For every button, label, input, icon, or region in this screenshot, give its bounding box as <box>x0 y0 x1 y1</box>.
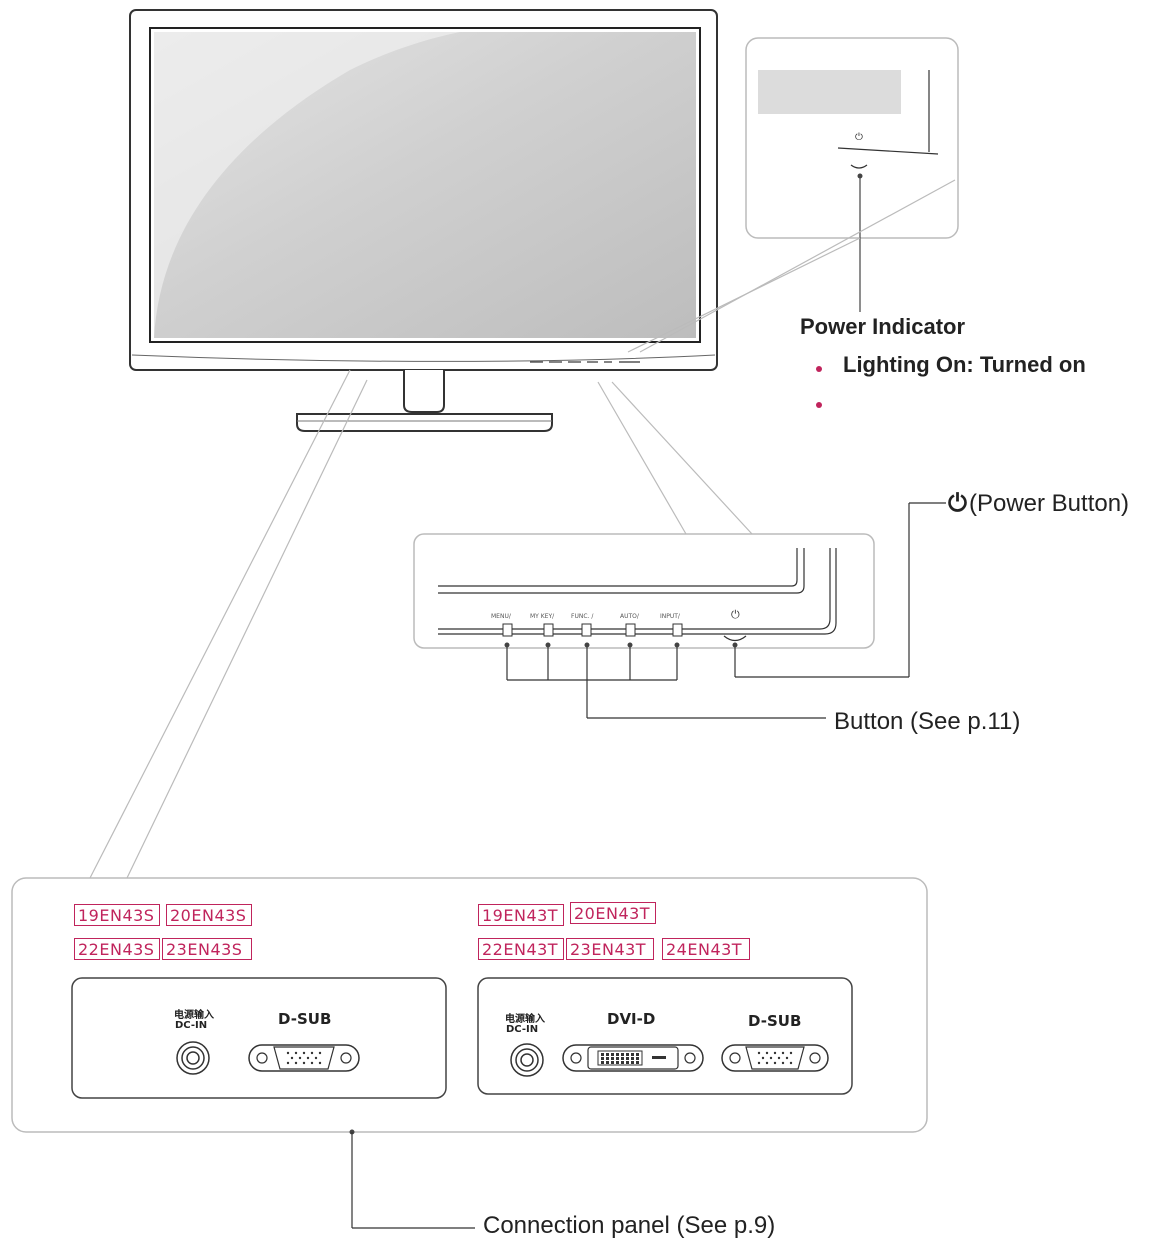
svg-text:⏻: ⏻ <box>855 132 863 143</box>
monitor <box>129 9 718 432</box>
front-button-label-input: INPUT/ <box>660 613 680 620</box>
model-tag: 19EN43T <box>478 904 564 926</box>
button-inset: ⏻ <box>413 381 946 719</box>
dc-in-cn-label: 电源输入 <box>174 1010 214 1021</box>
model-tag: 24EN43T <box>662 938 750 960</box>
power-button-label: (Power Button) <box>968 490 1130 517</box>
front-button-label-auto: AUTO/ <box>620 613 639 620</box>
button-callout-label: Button (See p.11) <box>834 708 1021 735</box>
model-tag: 22EN43S <box>74 938 160 960</box>
power-button-callout: ⏻(Power Button) <box>948 490 1129 518</box>
model-tag: 20EN43T <box>570 902 656 924</box>
bullet-dot <box>816 366 822 372</box>
dc-in-label: DC-IN <box>175 1020 208 1031</box>
model-tag: 23EN43T <box>566 938 654 960</box>
dsub-label: D-SUB <box>278 1010 332 1028</box>
model-tag: 23EN43S <box>162 938 252 960</box>
power-indicator-inset: ⏻ <box>627 37 959 353</box>
front-button-label-mykey: MY KEY/ <box>530 613 555 620</box>
power-indicator-title: Power Indicator <box>800 314 966 339</box>
front-button-label-func: FUNC. / <box>571 613 594 620</box>
power-indicator-bullet-1: Lighting On: Turned on <box>843 352 1086 377</box>
model-tag: 22EN43T <box>478 938 564 960</box>
dc-in-cn-label: 电源输入 <box>505 1014 545 1025</box>
svg-text:⏻: ⏻ <box>731 608 740 621</box>
bullet-dot <box>816 402 822 408</box>
model-tag: 19EN43S <box>74 904 160 926</box>
connection-panel-label: Connection panel (See p.9) <box>483 1212 776 1239</box>
front-button-label-menu: MENU/ <box>491 613 511 620</box>
dc-in-label: DC-IN <box>506 1024 539 1035</box>
dsub-label: D-SUB <box>748 1012 802 1030</box>
dvid-label: DVI-D <box>607 1010 656 1028</box>
connection-panel-inset <box>11 369 928 1229</box>
power-icon: ⏻ <box>948 490 967 517</box>
model-tag: 20EN43S <box>166 904 252 926</box>
